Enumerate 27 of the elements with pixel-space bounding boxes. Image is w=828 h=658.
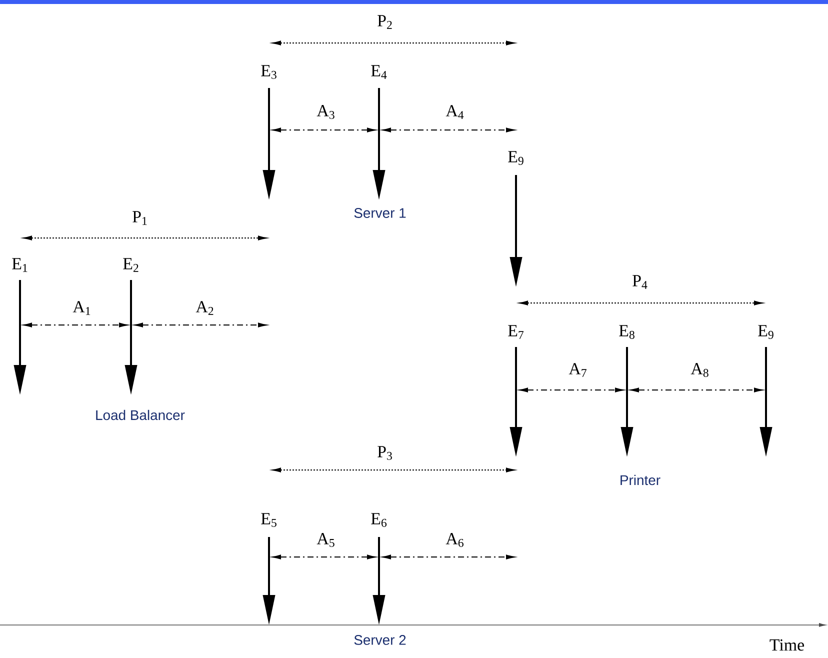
event-label: E$_{4}$ (371, 65, 387, 79)
event-label: A$_{5}$ (316, 533, 334, 547)
event-label: P$_{3}$ (378, 446, 392, 460)
event-label: E$_{9}$ (758, 325, 774, 339)
process-label: Printer (620, 474, 660, 486)
event-label: A$_{1}$ (72, 301, 90, 315)
axis-label: Time (770, 639, 804, 651)
process-label: Load Balancer (96, 410, 185, 420)
event-label: P$_{2}$ (378, 15, 392, 29)
event-label: E$_{6}$ (371, 513, 387, 527)
event-label: E$_{9}$ (508, 151, 524, 165)
process-label: Server 2 (354, 635, 406, 645)
process-label: Server 1 (354, 208, 406, 218)
event-label: E$_{7}$ (508, 325, 524, 339)
event-label: A$_{8}$ (690, 363, 708, 377)
event-label: P$_{1}$ (132, 211, 147, 225)
event-label: E$_{2}$ (123, 258, 138, 272)
event-label: A$_{7}$ (568, 363, 586, 377)
event-label: E$_{3}$ (261, 65, 276, 79)
event-label: A$_{4}$ (446, 105, 464, 119)
event-label: E$_{1}$ (12, 258, 28, 272)
event-label: P$_{4}$ (632, 275, 648, 289)
event-label: A$_{6}$ (446, 533, 464, 547)
event-label: E$_{8}$ (619, 325, 634, 339)
event-label: A$_{2}$ (196, 301, 214, 315)
event-label: E$_{5}$ (261, 513, 276, 527)
event-label: A$_{3}$ (316, 105, 334, 119)
